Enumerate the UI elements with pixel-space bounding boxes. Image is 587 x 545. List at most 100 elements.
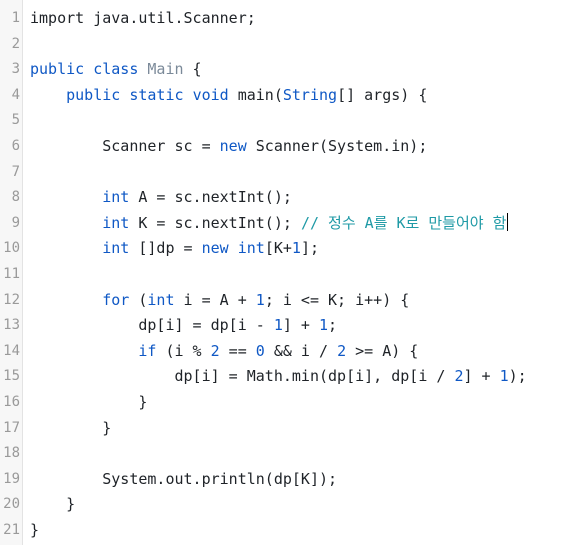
code-token: int [237, 239, 265, 258]
code-token: static [129, 85, 184, 104]
code-text[interactable]: } [30, 390, 147, 416]
line-number: 10 [3, 240, 20, 257]
code-text[interactable]: int A = sc.nextInt(); [30, 185, 292, 211]
code-token: new [201, 239, 229, 258]
code-line[interactable]: 5 [0, 108, 587, 134]
code-line[interactable]: 4 public static void main(String[] args)… [0, 83, 587, 109]
code-token [229, 239, 238, 257]
code-text[interactable]: Scanner sc = new Scanner(System.in); [30, 134, 427, 160]
code-token: ( [129, 290, 148, 309]
line-number: 4 [11, 86, 20, 103]
code-text[interactable]: } [30, 492, 75, 518]
code-text[interactable]: if (i % 2 == 0 && i / 2 >= A) { [30, 339, 418, 365]
code-line[interactable]: 2 [0, 32, 587, 58]
code-text[interactable]: dp[i] = Math.min(dp[i], dp[i / 2] + 1); [30, 364, 526, 390]
line-number: 20 [3, 496, 20, 513]
line-number: 3 [11, 61, 20, 78]
code-token: for [102, 290, 130, 309]
code-line[interactable]: 12 for (int i = A + 1; i <= K; i++) { [0, 288, 587, 314]
code-token: 0 [255, 341, 265, 360]
code-token: ] + [463, 367, 500, 386]
code-token [30, 86, 66, 104]
code-token: public [66, 85, 121, 104]
code-token: int [102, 239, 130, 258]
code-token [120, 86, 129, 104]
line-number: 18 [3, 445, 20, 462]
code-text[interactable]: import java.util.Scanner; [30, 6, 256, 32]
code-text[interactable]: for (int i = A + 1; i <= K; i++) { [30, 288, 409, 314]
line-number: 12 [3, 291, 20, 308]
code-token: >= A) { [346, 341, 419, 360]
code-text[interactable]: public static void main(String[] args) { [30, 83, 427, 109]
line-number: 13 [3, 317, 20, 334]
line-number: 8 [11, 189, 20, 206]
code-line[interactable]: 11 [0, 262, 587, 288]
code-token [30, 291, 102, 309]
code-line[interactable]: 20 } [0, 492, 587, 518]
code-text[interactable]: dp[i] = dp[i - 1] + 1; [30, 313, 337, 339]
code-line[interactable]: 8 int A = sc.nextInt(); [0, 185, 587, 211]
line-number: 14 [3, 342, 20, 359]
code-token: A = sc.nextInt(); [129, 188, 292, 207]
code-line[interactable]: 14 if (i % 2 == 0 && i / 2 >= A) { [0, 339, 587, 365]
code-token: && i / [264, 341, 338, 360]
code-token: ; i <= K; i++) { [264, 290, 410, 309]
code-token: (i % [156, 341, 211, 360]
code-token: []dp = [129, 239, 202, 258]
code-text[interactable]: int K = sc.nextInt(); // 정수 A를 K로 만들어야 함 [30, 211, 509, 237]
code-text[interactable]: } [30, 518, 39, 544]
code-token: 1 [499, 367, 509, 386]
code-token: main( [228, 85, 283, 104]
line-number: 15 [3, 368, 20, 385]
code-line[interactable]: 9 int K = sc.nextInt(); // 정수 A를 K로 만들어야… [0, 211, 587, 237]
code-token: if [138, 341, 157, 360]
code-token: 1 [319, 316, 329, 335]
code-text[interactable]: System.out.println(dp[K]); [30, 467, 337, 493]
code-token: ]; [300, 239, 319, 258]
code-line[interactable]: 15 dp[i] = Math.min(dp[i], dp[i / 2] + 1… [0, 364, 587, 390]
code-text[interactable]: public class Main { [30, 57, 202, 83]
code-token: new [219, 136, 247, 155]
code-text[interactable]: } [30, 416, 111, 442]
code-text[interactable]: int []dp = new int[K+1]; [30, 236, 319, 262]
code-token: 2 [337, 341, 347, 360]
line-number: 5 [11, 112, 20, 129]
code-token: ; [328, 316, 338, 335]
code-token [30, 342, 138, 360]
code-token: } [30, 520, 40, 539]
code-line[interactable]: 7 [0, 160, 587, 186]
line-number: 6 [11, 137, 20, 154]
code-token [84, 60, 93, 78]
text-cursor [507, 212, 509, 231]
code-token: // 정수 A를 K로 만들어야 함 [300, 213, 507, 232]
code-token: } [30, 418, 112, 437]
code-line[interactable]: 10 int []dp = new int[K+1]; [0, 236, 587, 262]
code-token: [] args) { [337, 85, 428, 104]
code-line[interactable]: 13 dp[i] = dp[i - 1] + 1; [0, 313, 587, 339]
code-token [184, 86, 193, 104]
line-number: 19 [3, 470, 20, 487]
code-line[interactable]: 19 System.out.println(dp[K]); [0, 467, 587, 493]
code-token: } [30, 392, 148, 411]
code-token: Scanner(System.in); [246, 136, 428, 155]
code-token: System.out.println(dp[K]); [30, 469, 338, 488]
code-token [30, 188, 102, 206]
code-line[interactable]: 3 public class Main { [0, 57, 587, 83]
code-line[interactable]: 21} [0, 518, 587, 544]
code-token: dp[i] = dp[i - [30, 316, 274, 335]
code-token: String [282, 85, 338, 104]
code-token [30, 214, 102, 232]
line-number: 21 [3, 521, 20, 538]
line-number-gutter [0, 0, 23, 545]
code-token: dp[i] = Math.min(dp[i], dp[i / [30, 367, 455, 386]
code-line[interactable]: 18 [0, 441, 587, 467]
code-line[interactable]: 17 } [0, 416, 587, 442]
code-line[interactable]: 6 Scanner sc = new Scanner(System.in); [0, 134, 587, 160]
code-line[interactable]: 16 } [0, 390, 587, 416]
code-token: == [219, 341, 256, 360]
code-token: [K+ [264, 239, 292, 258]
code-token: 2 [454, 367, 464, 386]
